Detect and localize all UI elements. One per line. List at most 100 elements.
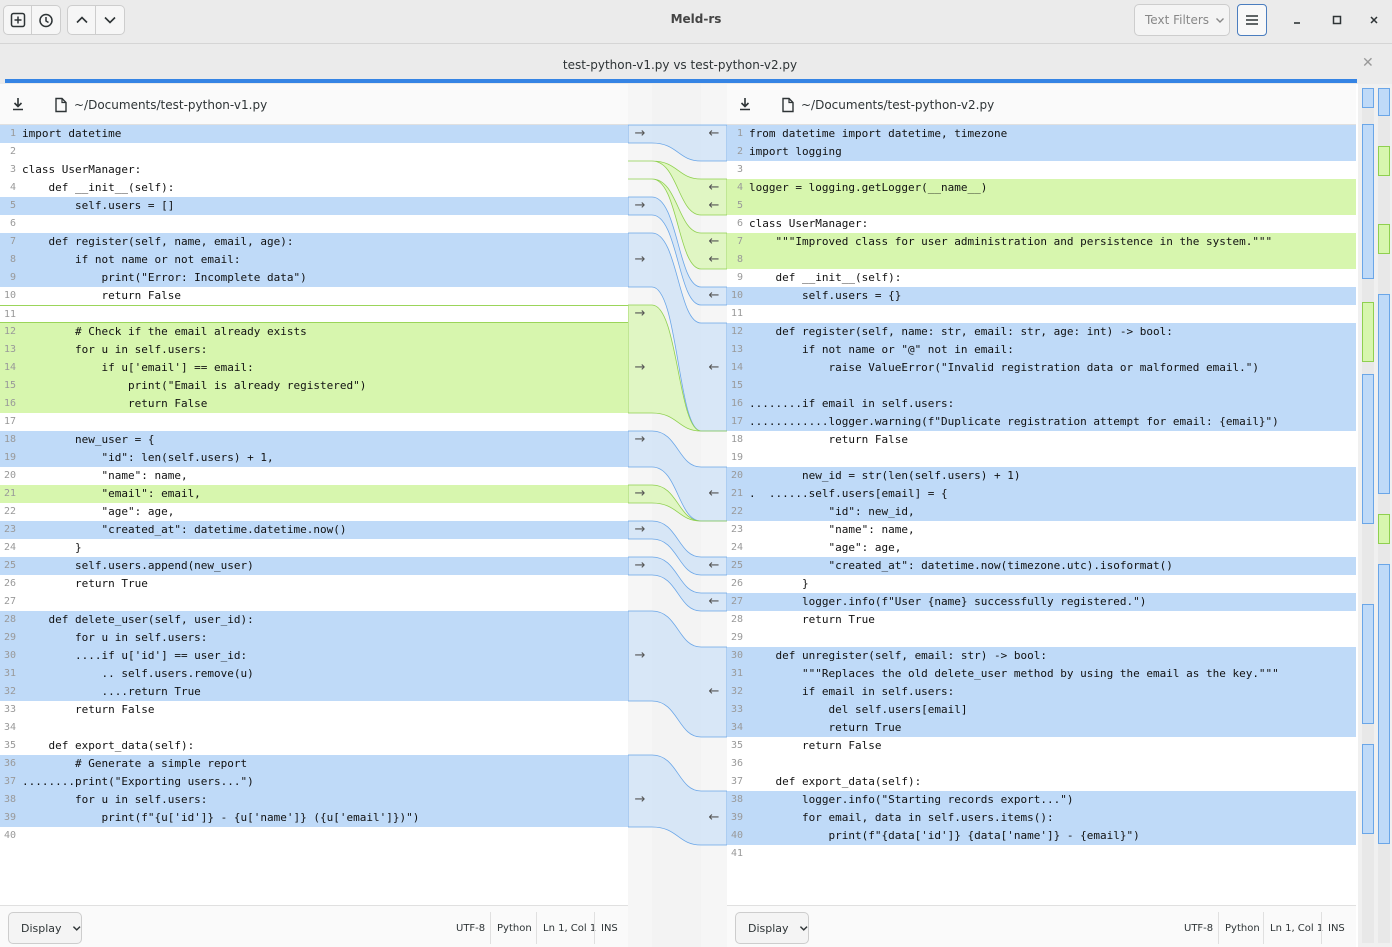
code-line[interactable]: 40	[0, 827, 628, 845]
code-line[interactable]: 11	[727, 305, 1356, 323]
code-line[interactable]: 7 """Improved class for user administrat…	[727, 233, 1356, 251]
push-left-arrow-icon[interactable]: ←	[708, 180, 720, 195]
code-line[interactable]: 33 del self.users[email]	[727, 701, 1356, 719]
code-line[interactable]: 33 return False	[0, 701, 628, 719]
code-line[interactable]: 15	[727, 377, 1356, 395]
push-left-arrow-icon[interactable]: ←	[708, 810, 720, 825]
left-display-button[interactable]: Display	[8, 912, 82, 944]
code-line[interactable]: 27 logger.info(f"User {name} successfull…	[727, 593, 1356, 611]
left-encoding[interactable]: UTF-8	[456, 922, 486, 934]
push-right-arrow-icon[interactable]: →	[634, 198, 646, 213]
code-line[interactable]: 9 def __init__(self):	[727, 269, 1356, 287]
code-line[interactable]: 37 def export_data(self):	[727, 773, 1356, 791]
push-left-arrow-icon[interactable]: ←	[708, 684, 720, 699]
code-line[interactable]: 38 logger.info("Starting records export.…	[727, 791, 1356, 809]
left-language[interactable]: Python	[490, 912, 538, 944]
right-cursor-position[interactable]: Ln 1, Col 1	[1263, 912, 1329, 944]
code-line[interactable]: 36 # Generate a simple report	[0, 755, 628, 773]
code-line[interactable]: 25 self.users.append(new_user)	[0, 557, 628, 575]
code-line[interactable]: 40 print(f"{data['id']} {data['name']} -…	[727, 827, 1356, 845]
code-line[interactable]: 15 print("Email is already registered")	[0, 377, 628, 395]
code-line[interactable]: 26 return True	[0, 575, 628, 593]
code-line[interactable]: 26 }	[727, 575, 1356, 593]
right-language[interactable]: Python	[1218, 912, 1266, 944]
text-filters-dropdown[interactable]: Text Filters	[1134, 4, 1230, 36]
code-line[interactable]: 32 if email in self.users:	[727, 683, 1356, 701]
code-line[interactable]: 13 if not name or "@" not in email:	[727, 341, 1356, 359]
code-line[interactable]: 14 if u['email'] == email:	[0, 359, 628, 377]
code-line[interactable]: 23 "name": name,	[727, 521, 1356, 539]
code-line[interactable]: 5	[727, 197, 1356, 215]
push-left-arrow-icon[interactable]: ←	[708, 360, 720, 375]
code-line[interactable]: 39 for email, data in self.users.items()…	[727, 809, 1356, 827]
code-line[interactable]: 16........if email in self.users:	[727, 395, 1356, 413]
code-line[interactable]: 35 def export_data(self):	[0, 737, 628, 755]
code-line[interactable]: 12 # Check if the email already exists	[0, 323, 628, 341]
code-line[interactable]: 24 }	[0, 539, 628, 557]
code-line[interactable]: 25 "created_at": datetime.now(timezone.u…	[727, 557, 1356, 575]
push-left-arrow-icon[interactable]: ←	[708, 252, 720, 267]
recent-comparisons-button[interactable]	[32, 5, 61, 35]
push-left-arrow-icon[interactable]: ←	[708, 198, 720, 213]
push-right-arrow-icon[interactable]: →	[634, 252, 646, 267]
save-download-icon[interactable]	[10, 96, 26, 112]
push-right-arrow-icon[interactable]: →	[634, 306, 646, 321]
code-line[interactable]: 30 def unregister(self, email: str) -> b…	[727, 647, 1356, 665]
push-right-arrow-icon[interactable]: →	[634, 432, 646, 447]
code-line[interactable]: 5 self.users = []	[0, 197, 628, 215]
code-line[interactable]: 39 print(f"{u['id']} - {u['name']} ({u['…	[0, 809, 628, 827]
push-right-arrow-icon[interactable]: →	[634, 126, 646, 141]
left-file-path[interactable]: ~/Documents/test-python-v1.py	[74, 98, 268, 112]
push-left-arrow-icon[interactable]: ←	[708, 486, 720, 501]
code-line[interactable]: 19	[727, 449, 1356, 467]
push-left-arrow-icon[interactable]: ←	[708, 558, 720, 573]
new-comparison-button[interactable]	[3, 5, 32, 35]
code-line[interactable]: 8	[727, 251, 1356, 269]
code-line[interactable]: 14 raise ValueError("Invalid registratio…	[727, 359, 1356, 377]
code-line[interactable]: 37........print("Exporting users...")	[0, 773, 628, 791]
code-line[interactable]: 10 return False	[0, 287, 628, 305]
code-line[interactable]: 3	[727, 161, 1356, 179]
push-right-arrow-icon[interactable]: →	[634, 486, 646, 501]
code-line[interactable]: 27	[0, 593, 628, 611]
code-line[interactable]: 36	[727, 755, 1356, 773]
code-line[interactable]: 20 "name": name,	[0, 467, 628, 485]
push-left-arrow-icon[interactable]: ←	[708, 594, 720, 609]
right-encoding[interactable]: UTF-8	[1184, 922, 1214, 934]
right-file-path[interactable]: ~/Documents/test-python-v2.py	[801, 98, 995, 112]
push-left-arrow-icon[interactable]: ←	[708, 288, 720, 303]
code-line[interactable]: 31 """Replaces the old delete_user metho…	[727, 665, 1356, 683]
code-line[interactable]: 18 return False	[727, 431, 1356, 449]
code-line[interactable]: 23 "created_at": datetime.datetime.now()	[0, 521, 628, 539]
code-line[interactable]: 24 "age": age,	[727, 539, 1356, 557]
code-line[interactable]: 4 def __init__(self):	[0, 179, 628, 197]
code-line[interactable]: 20 new_id = str(len(self.users) + 1)	[727, 467, 1356, 485]
code-line[interactable]: 11	[0, 305, 628, 323]
code-line[interactable]: 34 return True	[727, 719, 1356, 737]
code-line[interactable]: 21. ......self.users[email] = {	[727, 485, 1356, 503]
maximize-button[interactable]	[1327, 10, 1347, 30]
code-line[interactable]: 31 .. self.users.remove(u)	[0, 665, 628, 683]
code-line[interactable]: 29 for u in self.users:	[0, 629, 628, 647]
code-line[interactable]: 38 for u in self.users:	[0, 791, 628, 809]
code-line[interactable]: 22 "age": age,	[0, 503, 628, 521]
code-line[interactable]: 30 ....if u['id'] == user_id:	[0, 647, 628, 665]
code-line[interactable]: 12 def register(self, name: str, email: …	[727, 323, 1356, 341]
code-line[interactable]: 17............logger.warning(f"Duplicate…	[727, 413, 1356, 431]
code-line[interactable]: 6	[0, 215, 628, 233]
code-line[interactable]: 28 return True	[727, 611, 1356, 629]
push-left-arrow-icon[interactable]: ←	[708, 234, 720, 249]
push-right-arrow-icon[interactable]: →	[634, 648, 646, 663]
close-window-button[interactable]	[1364, 10, 1384, 30]
code-line[interactable]: 34	[0, 719, 628, 737]
push-right-arrow-icon[interactable]: →	[634, 522, 646, 537]
code-line[interactable]: 19 "id": len(self.users) + 1,	[0, 449, 628, 467]
push-right-arrow-icon[interactable]: →	[634, 360, 646, 375]
